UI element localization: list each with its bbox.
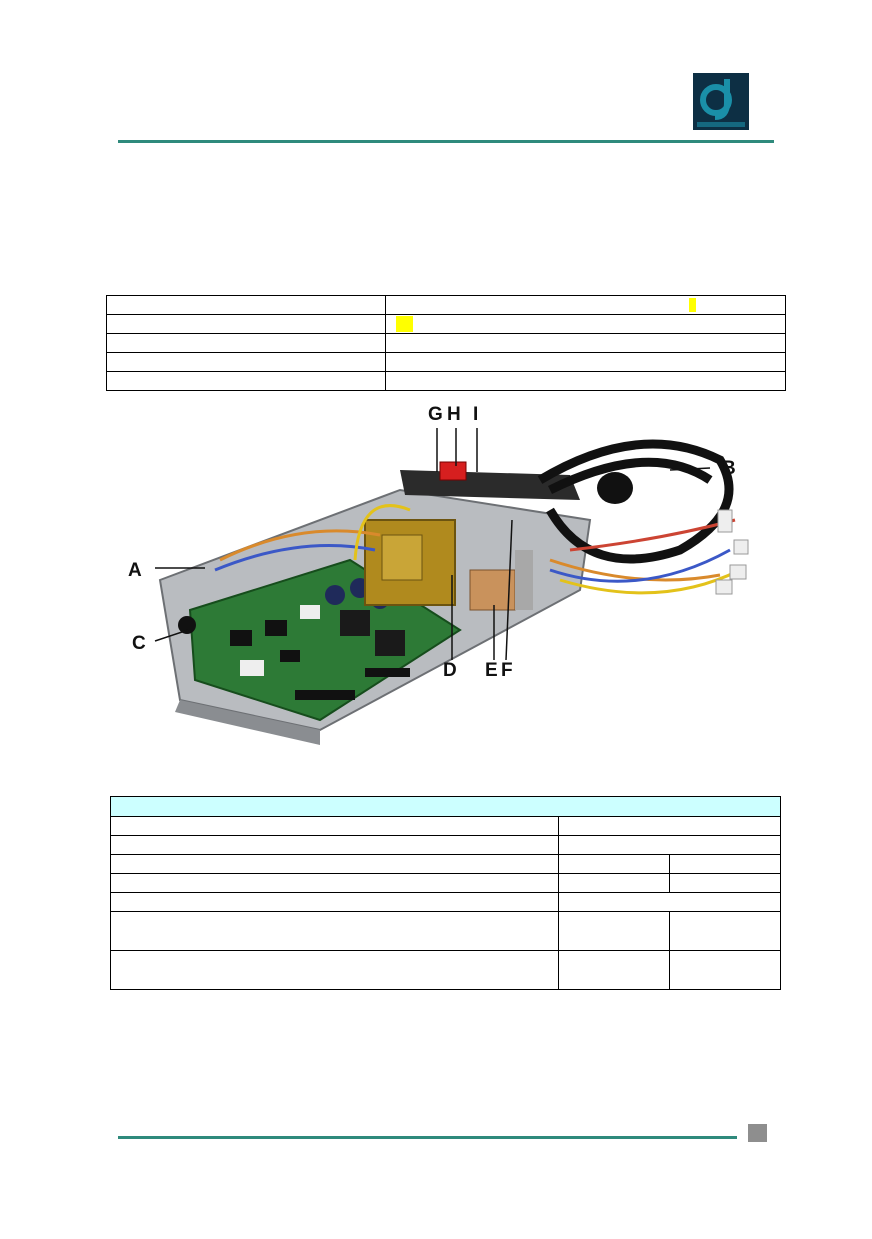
table-cell: [105, 314, 387, 334]
table-row: [109, 816, 781, 836]
footer-rule: [118, 1136, 737, 1139]
table-cell: [385, 371, 786, 391]
table-header-row: [110, 796, 781, 817]
table-row: [109, 854, 781, 874]
table-cell: [109, 854, 560, 874]
table-cell: [669, 911, 781, 951]
table-header-cell: [110, 796, 781, 817]
table-cell: [558, 873, 671, 893]
table-cell: [109, 873, 560, 893]
table-row: [105, 333, 786, 353]
table-cell: [109, 892, 560, 912]
table-cell: [669, 854, 781, 874]
table-cell: [105, 333, 387, 353]
table-cell: [558, 854, 671, 874]
page-marker: [748, 1124, 767, 1142]
table-cell: [558, 892, 781, 912]
table-cell: [669, 873, 781, 893]
table-cell: [105, 295, 387, 315]
table-row: [109, 950, 781, 990]
table-row: [109, 892, 781, 912]
callout-h: H: [447, 404, 461, 425]
table-row: [109, 835, 781, 855]
callout-e: E: [485, 660, 498, 681]
header-rule: [118, 140, 774, 143]
table-cell: [558, 911, 671, 951]
table-cell: [109, 911, 560, 951]
table-cell: [109, 835, 560, 855]
callout-f: F: [501, 660, 513, 681]
callout-b: B: [722, 458, 736, 479]
table-row: [109, 873, 781, 893]
table-row: [105, 314, 786, 334]
table-cell: [558, 950, 671, 990]
spec-table-top: [105, 295, 786, 391]
table-cell: [669, 950, 781, 990]
control-unit-photo: A C B D E F G H I: [120, 400, 775, 762]
callout-i: I: [473, 404, 478, 425]
table-cell: [558, 816, 781, 836]
table-cell: [385, 333, 786, 353]
table-cell: [105, 352, 387, 372]
table-row: [105, 295, 786, 315]
callout-c: C: [132, 633, 146, 654]
table-cell: [385, 352, 786, 372]
callout-g: G: [428, 404, 443, 425]
callout-d: D: [443, 660, 457, 681]
company-logo: [693, 73, 749, 130]
table-cell: [558, 835, 781, 855]
table-row: [105, 371, 786, 391]
highlight-mark: [689, 298, 697, 312]
table-row: [105, 352, 786, 372]
table-cell: [105, 371, 387, 391]
callout-a: A: [128, 560, 142, 581]
highlight-mark: [396, 316, 414, 332]
spec-table-bottom: [109, 796, 781, 990]
table-row: [109, 911, 781, 951]
table-cell: [385, 295, 786, 315]
table-cell: [385, 314, 786, 334]
table-cell: [109, 950, 560, 990]
table-cell: [109, 816, 560, 836]
